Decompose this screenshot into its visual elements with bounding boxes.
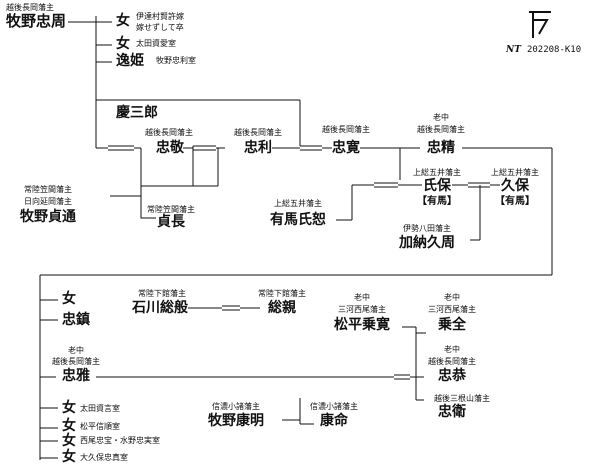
name-tadamori: 忠衛 [438, 404, 466, 420]
note-ujiyasu: 【有馬】 [417, 196, 457, 207]
note-g5: 大久保忠真室 [80, 453, 128, 462]
name-g1: 女 [62, 291, 76, 307]
name-tadayuki: 忠恭 [438, 368, 466, 384]
title-tadatoshi: 越後長岡藩主 [234, 128, 282, 137]
title-tadataka: 越後長岡藩主 [145, 128, 193, 137]
brand-logo [529, 11, 551, 38]
title-tadahiro: 越後長岡藩主 [322, 125, 370, 134]
title-makino-yasuaki: 信濃小諸藩主 [212, 402, 260, 411]
name-ishikawa: 石川総般 [132, 300, 188, 316]
name-g5: 女 [62, 449, 76, 465]
name-yasunori: 康命 [320, 413, 348, 429]
title-tadamori: 越後三根山藩主 [434, 394, 490, 403]
title2-tadakiyo: 越後長岡藩主 [417, 125, 465, 134]
name-arima-ujinori: 有馬氏恕 [270, 212, 326, 228]
note-g3: 松平信順室 [80, 422, 120, 431]
name-makino-yasuaki: 牧野康明 [208, 413, 264, 429]
title2-tadamasa: 越後長岡藩主 [52, 357, 100, 366]
title-tadachika: 越後長岡藩主 [6, 3, 54, 12]
note-daughter2: 太田資愛室 [136, 39, 176, 48]
name-daughter2: 女 [116, 36, 130, 52]
title2-norimoto: 三河西尾藩主 [428, 305, 476, 314]
name-matsudaira: 松平乗寛 [334, 317, 390, 333]
note-hisayasu: 【有馬】 [495, 196, 535, 207]
note-daughter1-b: 嫁せずして卒 [136, 23, 184, 32]
title-sadanaga: 常陸笠間藩主 [147, 205, 195, 214]
name-sadanaga: 貞長 [157, 214, 185, 230]
name-g4: 女 [62, 433, 76, 449]
name-itsuhime: 逸姫 [116, 53, 144, 69]
name-keisaburo: 慶三郎 [116, 105, 158, 121]
note-g4: 西尾忠宝・水野忠実室 [80, 436, 160, 445]
title1-tadamasa: 老中 [68, 346, 84, 355]
document-code: NT 202208-K10 [506, 45, 581, 55]
title1-norimoto: 老中 [444, 293, 460, 302]
name-tadataka: 忠敬 [156, 140, 184, 156]
title-arima-ujinori: 上総五井藩主 [274, 199, 322, 208]
name-kano: 加納久周 [399, 235, 455, 251]
name-tadachika: 牧野忠周 [6, 12, 67, 30]
name-fusachika: 総親 [268, 300, 296, 316]
title-yasunori: 信濃小諸藩主 [310, 402, 358, 411]
name-tadakiyo: 忠精 [427, 140, 455, 156]
name-g3: 女 [62, 418, 76, 434]
title-kano: 伊勢八田藩主 [403, 224, 451, 233]
name-daughter1: 女 [116, 13, 130, 29]
title2-matsudaira: 三河西尾藩主 [338, 305, 386, 314]
title1-matsudaira: 老中 [354, 293, 370, 302]
name-tadamasa: 忠雅 [62, 368, 90, 384]
name-tadahiro: 忠寛 [332, 140, 360, 156]
title2-sadamichi: 日向延岡藩主 [24, 197, 72, 206]
title1-sadamichi: 常陸笠間藩主 [24, 185, 72, 194]
note-itsuhime: 牧野忠利室 [156, 56, 196, 65]
title1-tadayuki: 老中 [444, 345, 460, 354]
name-hisayasu: 久保 [501, 178, 529, 194]
name-tadatoshi: 忠利 [244, 140, 272, 156]
note-g2: 太田資言室 [80, 404, 120, 413]
title2-tadayuki: 越後長岡藩主 [428, 357, 476, 366]
name-g2: 女 [62, 400, 76, 416]
code-text: 202208-K10 [526, 45, 582, 55]
title1-tadakiyo: 老中 [433, 113, 449, 122]
note-daughter1-a: 伊達村賢許嫁 [136, 12, 184, 21]
name-ujiyasu: 氏保 [423, 178, 451, 194]
name-norimoto: 乗全 [438, 317, 466, 333]
title-fusachika: 常陸下館藩主 [258, 289, 306, 298]
name-sadamichi: 牧野貞通 [20, 209, 76, 225]
title-hisayasu: 上総五井藩主 [491, 168, 539, 177]
logo-initials: NT [506, 45, 521, 55]
name-tadashige: 忠鎮 [62, 312, 90, 328]
title-ujiyasu: 上総五井藩主 [413, 168, 461, 177]
title-ishikawa: 常陸下館藩主 [138, 289, 186, 298]
